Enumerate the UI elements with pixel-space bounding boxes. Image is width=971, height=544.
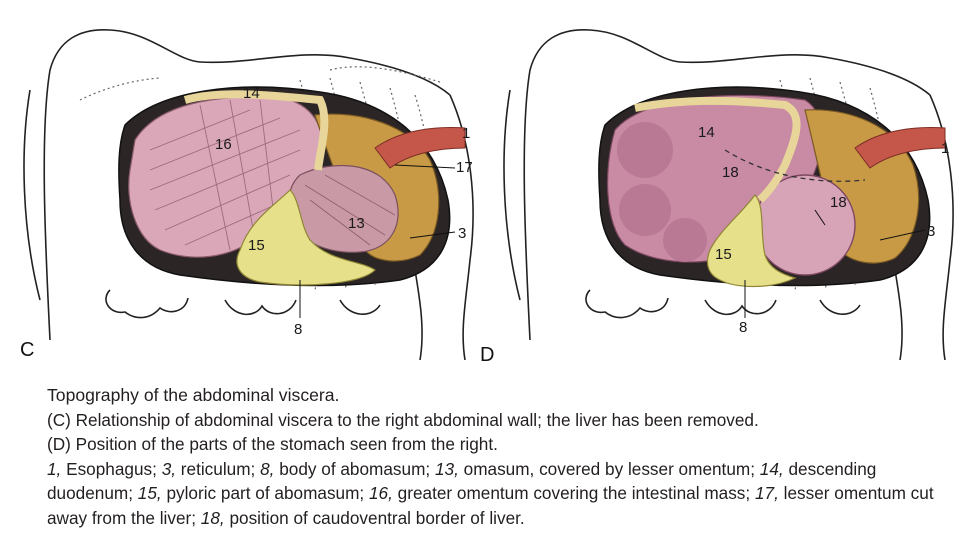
legend-text: Esophagus; xyxy=(61,458,162,479)
abomasum xyxy=(706,194,797,288)
descending-duodenum xyxy=(183,90,329,171)
label-15: 15 xyxy=(715,246,732,263)
omasum-hatching xyxy=(304,174,396,246)
legend-num: 1, xyxy=(47,458,62,479)
rumen-lobe-3 xyxy=(663,218,707,262)
legend-num: 3, xyxy=(161,458,177,479)
legend-num: 15, xyxy=(137,483,162,504)
legend-text: reticulum; xyxy=(176,458,261,479)
cow-outline xyxy=(503,29,954,361)
panel-d-drawing xyxy=(503,29,954,361)
legend-num: 14, xyxy=(759,458,784,479)
illustration-panel-d: 14 1 18 18 3 15 8 D xyxy=(480,0,971,372)
label-18-right: 18 xyxy=(830,194,847,211)
leader-lines xyxy=(744,209,926,318)
legend-num: 13, xyxy=(434,458,459,479)
leader-lines xyxy=(299,164,456,318)
illustration-panel-c: 14 16 1 17 13 3 15 8 C xyxy=(0,0,485,372)
label-17: 17 xyxy=(456,159,473,176)
panel-c-drawing xyxy=(23,29,474,361)
label-16: 16 xyxy=(215,136,232,153)
caption-title: Topography of the abdominal viscera. xyxy=(47,385,340,405)
legend-num: 16, xyxy=(368,483,393,504)
esophagus xyxy=(374,127,466,169)
legend-num: 17, xyxy=(754,483,779,504)
label-14: 14 xyxy=(698,124,715,141)
legend-text: lesser omentum cut away from the liver; xyxy=(47,483,934,528)
legend-text: descending duodenum; xyxy=(47,458,877,504)
panel-letter-c: C xyxy=(20,339,35,361)
legend-text: position of caudoventral border of liver… xyxy=(224,507,525,528)
label-15: 15 xyxy=(248,237,265,254)
legend-num: 8, xyxy=(260,458,275,479)
legend-text: pyloric part of abomasum; xyxy=(161,483,369,504)
esophagus xyxy=(854,127,946,169)
panel-letter-d: D xyxy=(480,344,495,366)
caption-line-c: (C) Relationship of abdominal viscera to… xyxy=(47,409,759,430)
label-1: 1 xyxy=(462,125,471,142)
legend-text: greater omentum covering the intestinal … xyxy=(392,483,755,504)
rumen-lobe-2 xyxy=(619,184,671,236)
omentum-hatching xyxy=(149,99,301,251)
liver-border xyxy=(724,149,866,182)
label-3: 3 xyxy=(458,225,467,242)
caption-line-d: (D) Position of the parts of the stomach… xyxy=(47,434,498,455)
label-18-left: 18 xyxy=(722,164,739,181)
legend-num: 18, xyxy=(200,507,225,528)
legend-text: body of abomasum; xyxy=(274,458,435,479)
rumen-lobe-1 xyxy=(617,122,673,178)
label-14: 14 xyxy=(243,85,260,102)
label-13: 13 xyxy=(348,215,365,232)
label-1: 1 xyxy=(941,140,950,157)
caption-legend: 1, Esophagus; 3, reticulum; 8, body of a… xyxy=(47,457,957,531)
descending-duodenum xyxy=(634,96,801,203)
legend-text: omasum, covered by lesser omentum; xyxy=(458,458,760,479)
label-3: 3 xyxy=(927,223,936,240)
abomasum xyxy=(236,189,376,286)
label-8: 8 xyxy=(739,319,748,336)
label-8: 8 xyxy=(294,321,303,338)
figure-caption: Topography of the abdominal viscera. (C)… xyxy=(47,383,957,531)
